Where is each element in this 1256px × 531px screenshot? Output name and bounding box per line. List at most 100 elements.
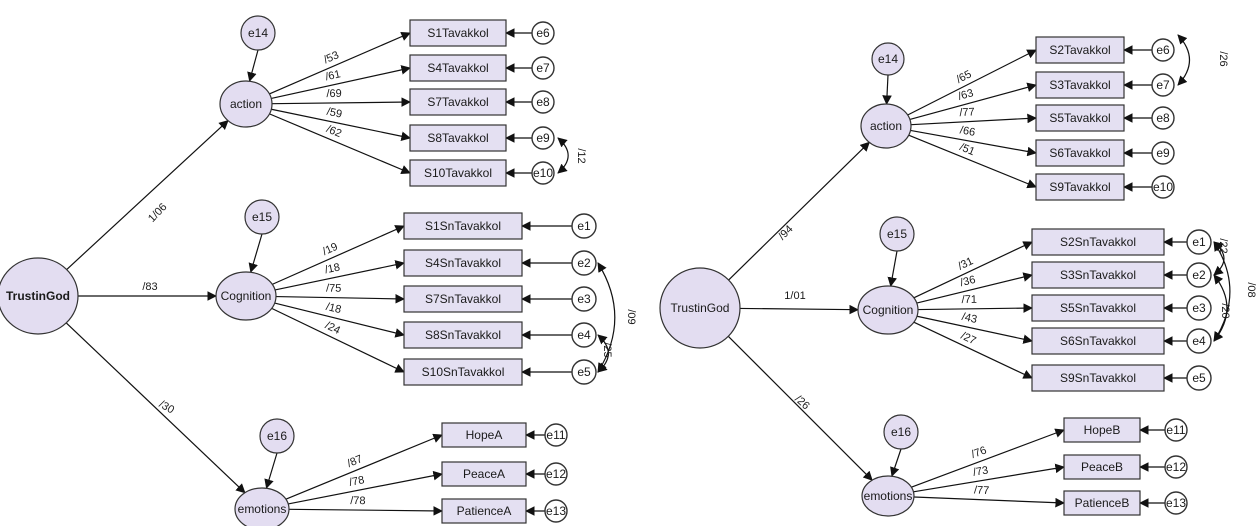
indicator-box-s6tavakkol-b [1035,139,1125,167]
loading-s5tavakkol-b: /77 [959,106,975,119]
loading-arrow-s7sntavakkol-a [275,294,405,304]
latent-label-emotions-b: emotions [864,489,913,503]
loading-arrow-hopeb-b [911,428,1065,488]
path-coef-emotions-b: /26 [792,393,811,412]
loading-arrow-s8tavakkol-a [271,108,411,141]
indicator-label-s8tavakkol-a: S8Tavakkol [427,131,488,145]
error-label-e3-b: e3 [1192,301,1206,315]
indicator-box-s10sntavakkol-a [403,358,523,386]
error-e9-a [531,126,555,150]
loading-arrow-s1tavakkol-a [269,32,411,95]
indicator-box-s4tavakkol-a [409,54,507,82]
loading-arrow-s4tavakkol-a [271,65,411,100]
error-label-e2-a: e2 [577,256,591,270]
loading-arrow-s8sntavakkol-a [274,302,405,338]
root-label-a: TrustinGod [6,289,70,303]
indicator-box-s9tavakkol-b [1035,173,1125,201]
error-e11-a [544,423,568,447]
loading-arrow-s9tavakkol-b [908,134,1037,189]
indicator-box-patiencea-a [441,498,527,524]
error-label-e5-b: e5 [1192,371,1206,385]
path-root-cognition-b [739,304,859,315]
error-label-e11-a: e11 [546,428,565,442]
error-label-e12-b: e12 [1166,460,1186,474]
disturbance-label-e16-b: e16 [891,425,911,439]
error-e4-b [1186,328,1212,354]
disturbance-arrow-e15-a [248,233,263,273]
indicator-box-s3sntavakkol-b [1031,261,1165,289]
loading-s1sntavakkol-a: /19 [321,241,340,258]
disturbance-e15-b [879,216,915,252]
error-e10-a [531,161,555,185]
loading-arrow-s1sntavakkol-a [272,225,405,285]
indicator-box-patienceb-b [1063,490,1141,516]
path-root-emotions-a [65,322,246,494]
loading-s7tavakkol-a: /69 [326,88,341,100]
indicator-box-s8sntavakkol-a [403,321,523,349]
indicator-box-hopeb-b [1063,417,1141,443]
covariance-value-e2-e4-b: /20 [1219,303,1231,318]
indicator-box-s9sntavakkol-b [1031,364,1165,392]
indicator-label-s4sntavakkol-a: S4SnTavakkol [425,256,501,270]
indicator-label-s5tavakkol-b: S5Tavakkol [1049,111,1110,125]
indicator-box-s2sntavakkol-b [1031,228,1165,256]
error-e8-b [1151,106,1175,130]
disturbance-e16-b [883,414,919,450]
latent-label-cognition-a: Cognition [221,289,272,303]
error-e11-b [1164,418,1188,442]
root-node-b [659,267,741,349]
disturbance-arrow-e14-a [247,49,259,82]
error-e7-a [531,56,555,80]
disturbance-arrow-e16-b [890,448,902,477]
indicator-label-s7tavakkol-a: S7Tavakkol [427,95,488,109]
loading-arrow-s9sntavakkol-b [913,321,1033,379]
error-label-e9-b: e9 [1156,146,1170,160]
latent-node-action-b [860,103,912,149]
indicator-label-s3tavakkol-b: S3Tavakkol [1049,78,1110,92]
indicator-box-s5sntavakkol-b [1031,294,1165,322]
covariance-value-e6-e7-b: /26 [1217,51,1229,66]
root-node-a [0,257,79,335]
disturbance-label-e15-a: e15 [252,210,272,224]
covariance-e2-e5-a [597,262,616,373]
loading-s3tavakkol-b: /63 [957,87,975,103]
error-e13-a [544,499,568,523]
root-label-b: TrustinGod [671,301,730,315]
error-e1-b [1186,229,1212,255]
disturbance-e15-a [244,199,280,235]
path-coef-emotions-a: /30 [157,398,176,416]
error-e4-a [571,322,597,348]
loading-s9sntavakkol-b: /27 [959,330,978,347]
loading-s4sntavakkol-a: /18 [324,261,341,276]
error-e13-b [1164,491,1188,515]
error-e1-a [571,213,597,239]
error-label-e8-a: e8 [536,95,550,109]
error-e9-b [1151,141,1175,165]
disturbance-label-e14-a: e14 [248,26,268,40]
loading-arrow-s6sntavakkol-b [916,315,1033,344]
error-e3-b [1186,295,1212,321]
loading-arrow-s2tavakkol-b [907,49,1037,116]
loading-patiencea-a: /78 [350,495,365,507]
loading-arrow-s3tavakkol-b [909,82,1037,121]
indicator-label-s6sntavakkol-b: S6SnTavakkol [1060,334,1136,348]
covariance-value-e2-e5-a: /09 [625,309,637,324]
indicator-label-patiencea-a: PatienceA [457,504,512,518]
indicator-box-s3tavakkol-b [1035,71,1125,99]
error-e7-b [1151,73,1175,97]
indicator-label-s1tavakkol-a: S1Tavakkol [427,26,488,40]
indicator-label-s9sntavakkol-b: S9SnTavakkol [1060,371,1136,385]
error-label-e5-a: e5 [577,365,591,379]
indicator-box-hopea-a [441,422,527,448]
error-label-e2-b: e2 [1192,268,1206,282]
indicator-box-s10tavakkol-a [409,159,507,187]
error-label-e6-a: e6 [536,26,550,40]
loading-arrow-s5sntavakkol-b [917,303,1033,313]
indicator-box-s6sntavakkol-b [1031,327,1165,355]
indicator-label-s8sntavakkol-a: S8SnTavakkol [425,328,501,342]
disturbance-label-e16-a: e16 [267,429,287,443]
loading-s8tavakkol-a: /59 [326,106,343,121]
loading-arrow-patienceb-b [913,496,1065,508]
loading-hopeb-b: /76 [970,444,989,461]
